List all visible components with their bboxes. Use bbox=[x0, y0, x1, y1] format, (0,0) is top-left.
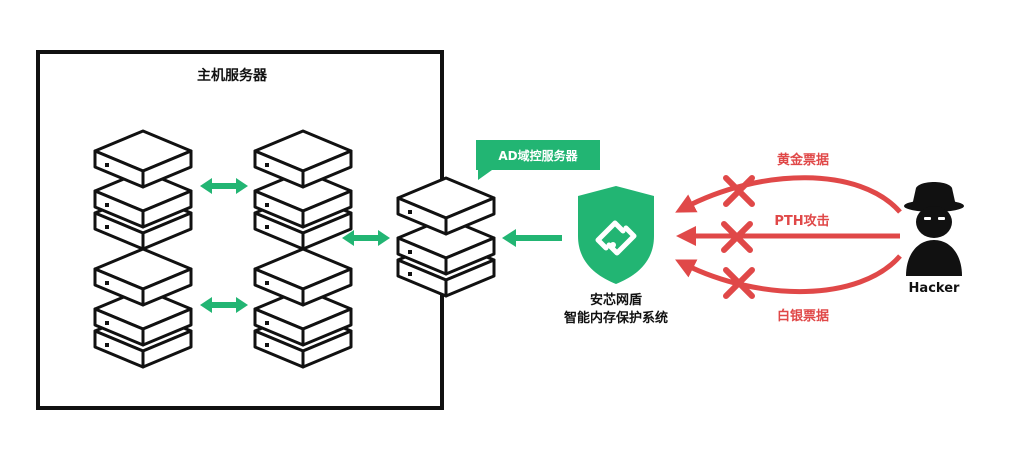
arrow-left-icon bbox=[502, 229, 562, 247]
server-icon bbox=[93, 129, 193, 251]
double-arrow-icon bbox=[342, 230, 390, 246]
blocked-x-icon bbox=[723, 267, 755, 299]
attack-arc-top bbox=[675, 175, 902, 214]
shield-subtitle: 智能内存保护系统 bbox=[564, 310, 668, 326]
ad-server-icon bbox=[396, 176, 496, 298]
double-arrow-icon bbox=[200, 297, 248, 313]
blocked-x-icon bbox=[721, 221, 753, 253]
host-group-title: 主机服务器 bbox=[197, 67, 268, 84]
ad-server-callout: AD域控服务器 bbox=[476, 140, 600, 180]
server-icon bbox=[253, 247, 353, 369]
blocked-x-icon bbox=[723, 175, 755, 207]
attack-label-golden-ticket: 黄金票据 bbox=[777, 152, 829, 168]
hacker-eyes bbox=[924, 217, 945, 220]
hacker-label: Hacker bbox=[909, 281, 960, 296]
server-icon bbox=[253, 129, 353, 251]
ad-server-label: AD域控服务器 bbox=[498, 148, 578, 163]
attack-arc-bottom bbox=[675, 254, 902, 294]
shield-icon bbox=[578, 186, 654, 284]
attack-label-pth: PTH攻击 bbox=[774, 213, 829, 229]
server-icon bbox=[93, 247, 193, 369]
double-arrow-icon bbox=[200, 178, 248, 194]
shield-title: 安芯网盾 bbox=[590, 292, 642, 308]
attack-label-silver-ticket: 白银票据 bbox=[777, 308, 829, 324]
hacker-icon bbox=[904, 182, 964, 276]
